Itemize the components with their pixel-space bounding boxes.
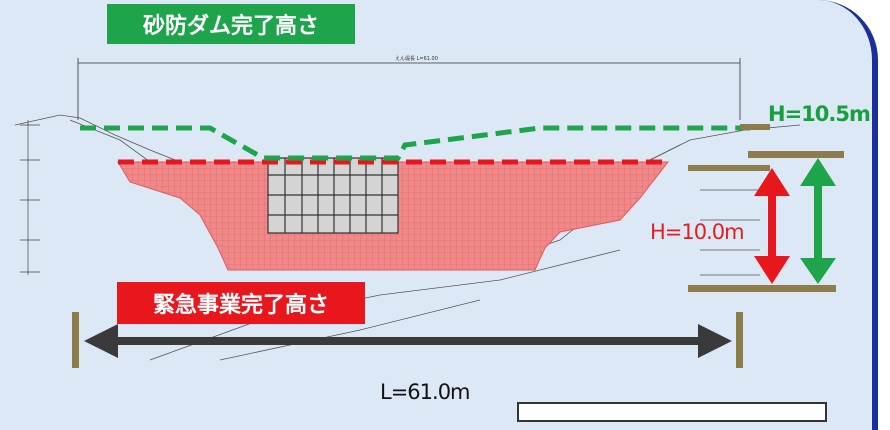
emergency-completion-label: 緊急事業完了高さ bbox=[117, 282, 365, 324]
dam-height-dimension: H=10.5m bbox=[768, 102, 871, 126]
width-arrow bbox=[72, 312, 743, 368]
level-bar-guides bbox=[700, 189, 760, 276]
emergency-height-arrow bbox=[754, 168, 790, 284]
caption-box bbox=[517, 402, 827, 422]
width-dimension: L=61.0m bbox=[380, 380, 471, 404]
dam-cross-section: えん堤長 L=61.00 bbox=[14, 55, 844, 368]
left-dimension-ticks bbox=[20, 120, 40, 275]
total-length-note: えん堤長 L=61.00 bbox=[395, 55, 438, 62]
emergency-height-dimension: H=10.0m bbox=[650, 220, 745, 244]
level-bars bbox=[688, 124, 844, 292]
dam-height-line bbox=[80, 125, 750, 161]
dam-height-arrow bbox=[800, 158, 836, 284]
dam-steel-frame bbox=[267, 157, 399, 234]
dam-completion-label: 砂防ダム完了高さ bbox=[107, 4, 355, 44]
top-dimension-line bbox=[77, 58, 741, 120]
